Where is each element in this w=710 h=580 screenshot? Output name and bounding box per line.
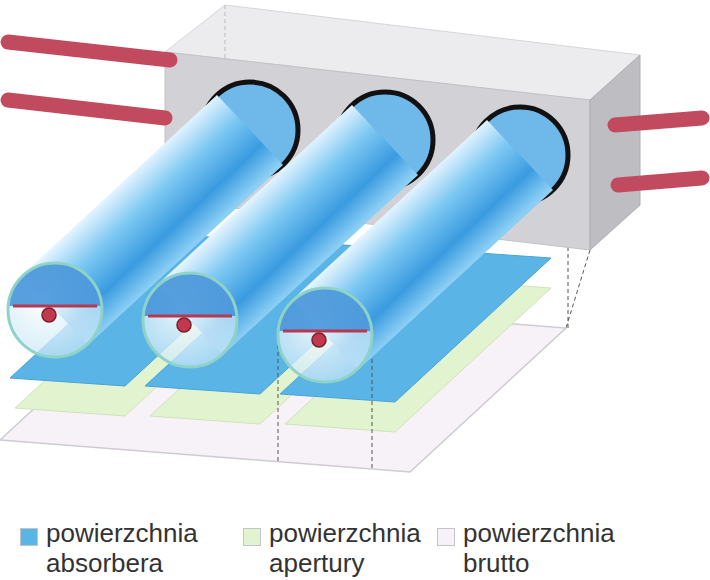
- pipe: [8, 42, 170, 60]
- manifold-side: [590, 55, 640, 250]
- absorber-fin: [148, 315, 232, 318]
- absorber-fin: [283, 330, 367, 333]
- tube-inner: [5, 260, 105, 306]
- legend-label: powierzchnia brutto: [463, 518, 631, 578]
- tube-front-end: [275, 285, 375, 382]
- legend-label: powierzchnia apertury: [269, 518, 437, 578]
- legend-swatch: [437, 528, 455, 546]
- projection-line: [278, 338, 279, 462]
- tube-front-end: [140, 270, 240, 367]
- projection-line: [566, 250, 590, 328]
- tube-front-end: [5, 260, 105, 357]
- heat-pipe: [177, 318, 191, 332]
- tube-rim: [278, 288, 372, 382]
- tube-rim: [8, 263, 102, 357]
- vacuum-tube: [5, 82, 298, 357]
- pipe: [8, 100, 165, 118]
- legend-swatch: [243, 528, 261, 546]
- heat-pipe: [312, 333, 326, 347]
- pipe: [618, 178, 702, 185]
- heat-pipe: [42, 308, 56, 322]
- tube-rim: [143, 273, 237, 367]
- legend-label: powierzchnia absorbera: [46, 518, 214, 578]
- absorber-fin: [13, 305, 97, 308]
- hidden-edge: [225, 5, 226, 60]
- pipe: [615, 118, 702, 125]
- legend-swatch: [20, 528, 38, 546]
- projection-line: [372, 338, 373, 470]
